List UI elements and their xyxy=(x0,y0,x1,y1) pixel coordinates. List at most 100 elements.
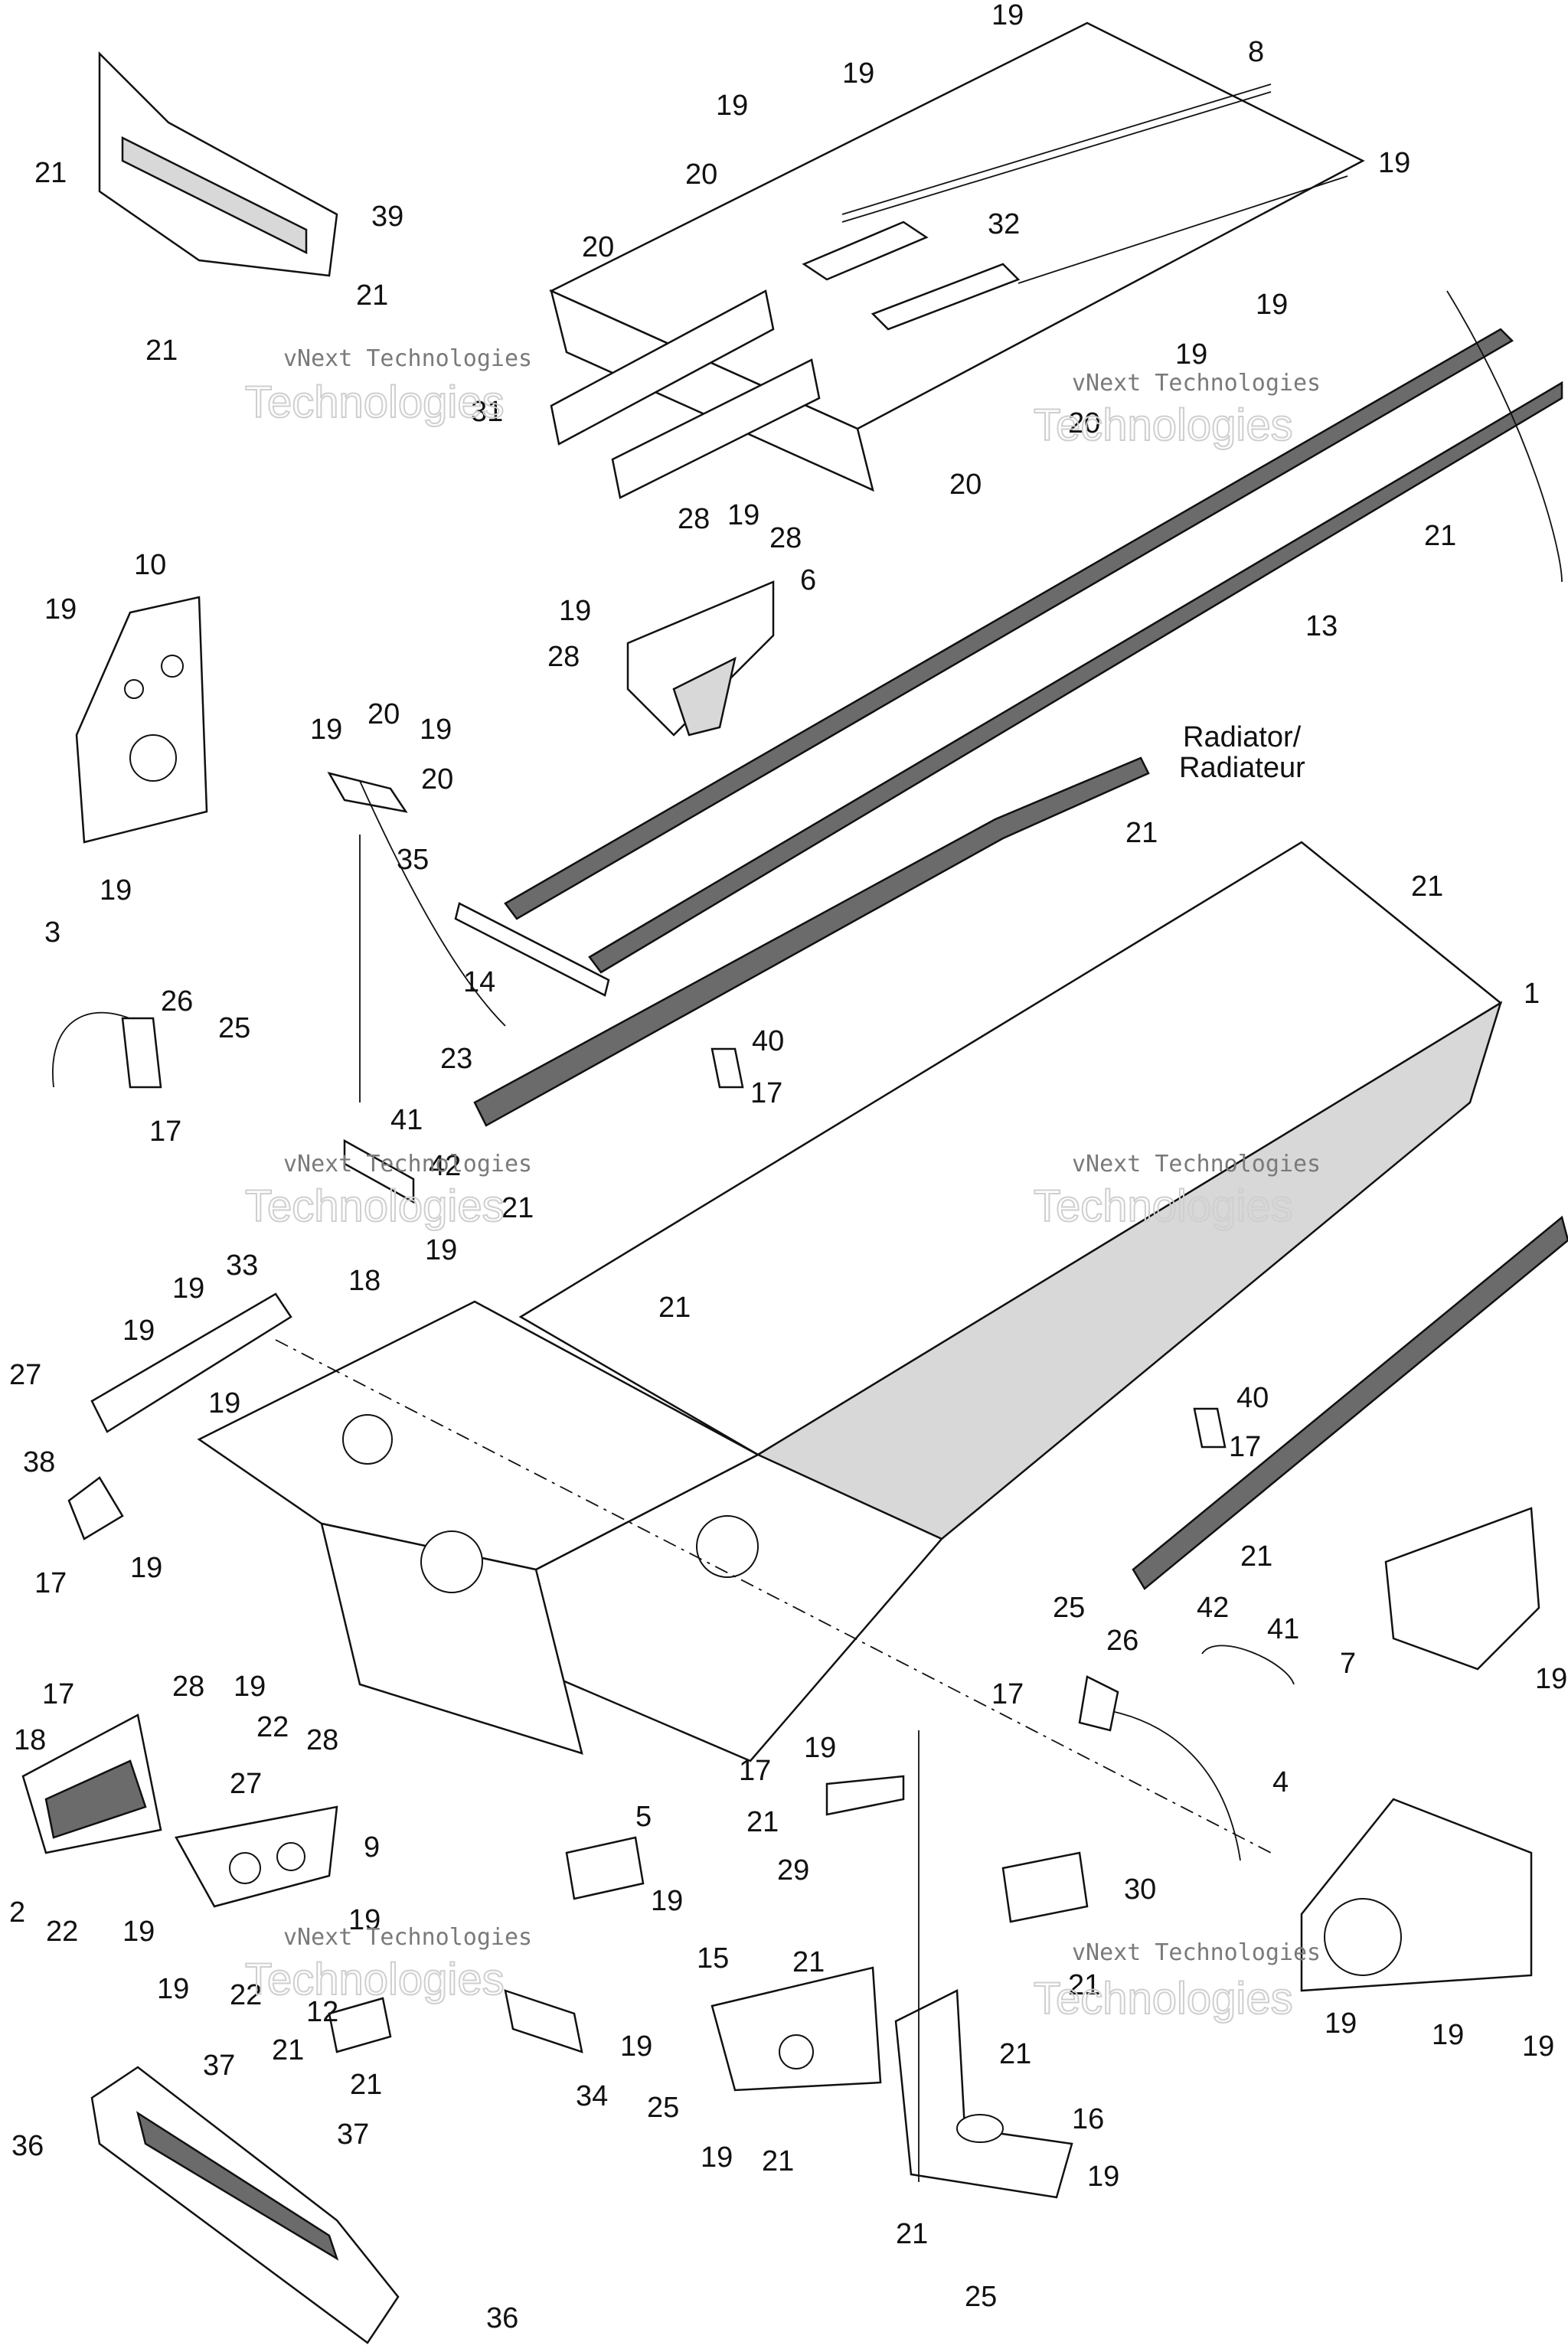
callout-22: 22 xyxy=(46,1916,78,1948)
callout-19: 19 xyxy=(727,499,760,531)
callout-16: 16 xyxy=(1072,2103,1104,2135)
callout-19: 19 xyxy=(842,57,874,90)
part-34-bracket xyxy=(504,1989,583,2053)
part-3-handle xyxy=(52,1011,162,1089)
watermark-company: vNext Technologies xyxy=(1072,370,1321,397)
callout-25: 25 xyxy=(1053,1592,1085,1624)
callout-21: 21 xyxy=(746,1806,779,1838)
callout-21: 21 xyxy=(999,2038,1031,2070)
callout-19: 19 xyxy=(1432,2019,1464,2051)
part-9-plate xyxy=(175,1805,338,1908)
part-33-bar xyxy=(90,1292,292,1433)
part-30-bracket xyxy=(1001,1851,1089,1923)
callout-20: 20 xyxy=(368,698,400,730)
callout-9: 9 xyxy=(364,1831,380,1864)
callout-21: 21 xyxy=(1240,1540,1272,1573)
callout-21: 21 xyxy=(792,1946,825,1978)
callout-19: 19 xyxy=(420,714,452,746)
callout-39: 39 xyxy=(371,201,403,233)
callout-19: 19 xyxy=(1378,147,1410,179)
watermark-word: Technologies xyxy=(1034,400,1293,450)
part-right-rail xyxy=(1132,1215,1568,1590)
part-12-bracket xyxy=(328,1997,392,2053)
callout-19: 19 xyxy=(44,593,77,626)
part-41-upper-bracket xyxy=(343,1138,415,1204)
callout-22: 22 xyxy=(230,1979,262,2011)
callout-27: 27 xyxy=(230,1768,262,1800)
callout-27: 27 xyxy=(9,1359,41,1391)
callout-21: 21 xyxy=(34,157,67,189)
callout-7: 7 xyxy=(1340,1648,1356,1680)
callout-19: 19 xyxy=(172,1272,204,1305)
callout-19: 19 xyxy=(425,1234,457,1266)
callout-17: 17 xyxy=(42,1678,74,1710)
callout-21: 21 xyxy=(272,2034,304,2066)
callout-19: 19 xyxy=(208,1387,240,1419)
callout-12: 12 xyxy=(306,1996,338,2028)
part-10-plate xyxy=(75,596,208,844)
part-4-handle xyxy=(1078,1675,1241,1861)
part-40-upper-clip xyxy=(710,1047,744,1089)
callout-21: 21 xyxy=(1068,1969,1100,2001)
watermark-company: vNext Technologies xyxy=(1072,1151,1321,1178)
callout-17: 17 xyxy=(149,1116,181,1148)
callout-21: 21 xyxy=(658,1292,691,1324)
callout-28: 28 xyxy=(547,641,580,673)
callout-21: 21 xyxy=(896,2218,928,2250)
radiator-label-en: Radiator/ xyxy=(1183,721,1302,753)
callout-28: 28 xyxy=(306,1724,338,1756)
callout-13: 13 xyxy=(1305,610,1338,642)
callout-19: 19 xyxy=(1325,2007,1357,2040)
callout-20: 20 xyxy=(949,469,982,501)
callout-17: 17 xyxy=(739,1755,771,1787)
callout-35: 35 xyxy=(397,844,429,876)
watermark-company: vNext Technologies xyxy=(1072,1939,1321,1966)
alignment-lines xyxy=(275,290,1563,2182)
callout-28: 28 xyxy=(769,522,802,554)
callout-14: 14 xyxy=(463,966,495,998)
watermark-word: Technologies xyxy=(1034,1974,1293,2024)
part-16-footrest xyxy=(894,1989,1073,2199)
callout-5: 5 xyxy=(635,1801,652,1833)
front-frame xyxy=(197,1300,760,1755)
part-29-bracket xyxy=(825,1775,905,1816)
part-15-footrest xyxy=(710,1966,882,2092)
callout-40: 40 xyxy=(1236,1382,1269,1414)
callout-19: 19 xyxy=(122,1916,155,1948)
callout-19: 19 xyxy=(991,0,1024,31)
radiator-label-fr: Radiateur xyxy=(1179,752,1305,784)
part-23-slide-rail xyxy=(473,756,1150,1127)
callout-21: 21 xyxy=(1411,871,1443,903)
watermark-layer: Technologies vNext Technologies Technolo… xyxy=(244,345,1321,2024)
callout-21: 21 xyxy=(350,2069,382,2101)
part-1-tunnel xyxy=(518,841,1503,1762)
callout-37: 37 xyxy=(203,2050,235,2082)
callout-17: 17 xyxy=(34,1567,67,1599)
callout-19: 19 xyxy=(310,714,342,746)
callout-36: 36 xyxy=(11,2130,44,2162)
callout-19: 19 xyxy=(157,1973,189,2005)
watermark-company: vNext Technologies xyxy=(283,1151,532,1178)
callout-25: 25 xyxy=(647,2092,679,2124)
watermark-company: vNext Technologies xyxy=(283,1924,532,1951)
callout-28: 28 xyxy=(172,1671,204,1703)
callout-19: 19 xyxy=(1522,2030,1554,2063)
callout-19: 19 xyxy=(122,1315,155,1347)
callout-25: 25 xyxy=(218,1012,250,1044)
callout-19: 19 xyxy=(620,2030,652,2063)
callout-1: 1 xyxy=(1524,978,1540,1010)
callout-26: 26 xyxy=(161,985,193,1018)
callout-19: 19 xyxy=(1256,289,1288,321)
callout-2: 2 xyxy=(9,1896,25,1929)
callout-31: 31 xyxy=(471,396,503,428)
callout-26: 26 xyxy=(1106,1625,1138,1657)
callout-10: 10 xyxy=(134,549,166,581)
part-35-small-bracket xyxy=(327,772,408,813)
callout-8: 8 xyxy=(1248,36,1264,68)
callout-15: 15 xyxy=(697,1942,729,1975)
callout-20: 20 xyxy=(421,763,453,795)
callout-19: 19 xyxy=(701,2141,733,2174)
part-38-tab xyxy=(67,1476,124,1540)
callout-17: 17 xyxy=(1229,1431,1261,1463)
